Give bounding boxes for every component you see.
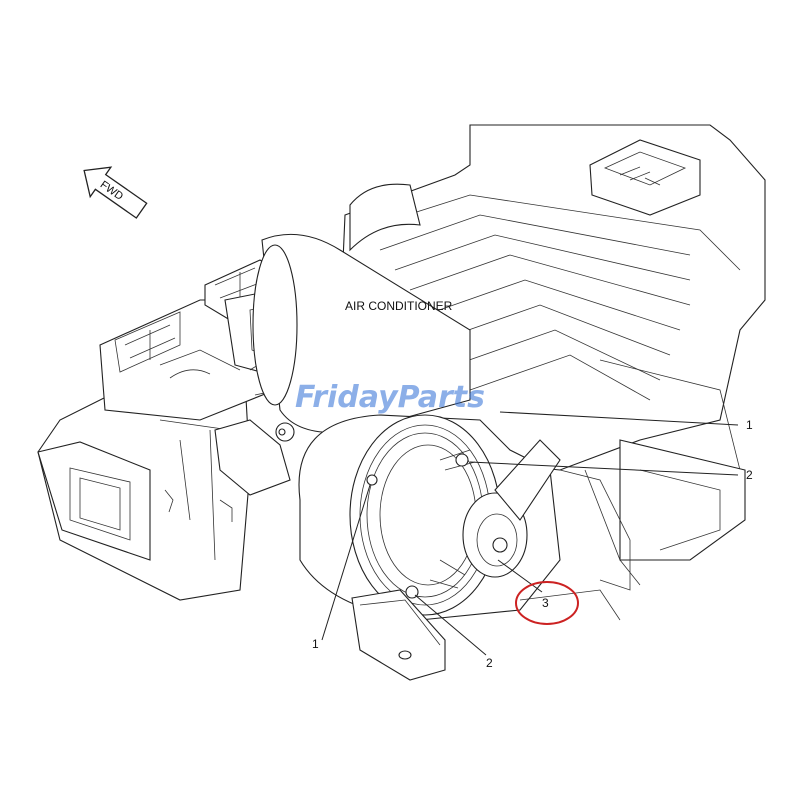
forward-direction-arrow <box>83 166 148 219</box>
right-lower-housing <box>519 469 631 621</box>
callout-2-upper: 2 <box>746 468 753 482</box>
callout-1-upper: 1 <box>746 418 753 432</box>
mounting-bracket <box>351 589 446 681</box>
watermark-logo: FridayParts <box>295 380 485 415</box>
air-conditioner-plenum <box>252 233 471 433</box>
left-duct-housing <box>37 259 301 601</box>
air-conditioner-label: AIR CONDITIONER <box>345 299 453 313</box>
blower-scroll-housing <box>298 414 561 621</box>
callout-leaders <box>321 411 739 656</box>
callout-1-lower: 1 <box>312 637 319 651</box>
callout-3-highlight-circle <box>515 581 579 625</box>
callout-3: 3 <box>542 596 549 610</box>
callout-2-lower: 2 <box>486 656 493 670</box>
